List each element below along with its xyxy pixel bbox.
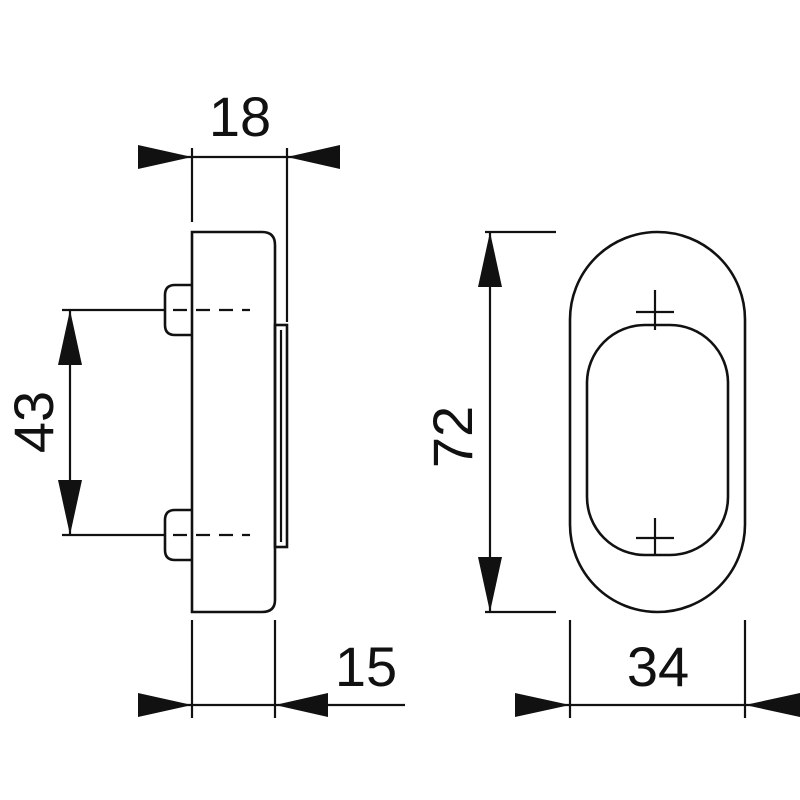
pin-bottom [163, 508, 192, 562]
arrow-icon [275, 693, 328, 717]
dimension-72: 72 [421, 230, 556, 614]
arrow-icon [58, 480, 82, 535]
arrow-icon [138, 693, 192, 717]
arrow-icon [515, 693, 570, 717]
front-view [568, 230, 747, 614]
side-view [150, 230, 289, 614]
cylinder-opening [585, 323, 730, 557]
dimension-label: 72 [421, 406, 484, 468]
arrow-icon [58, 310, 82, 365]
dimension-label: 34 [627, 635, 689, 698]
arrow-icon [478, 232, 502, 287]
rosette-body [190, 230, 277, 614]
dimension-34: 34 [515, 620, 800, 718]
pin-top [163, 283, 192, 337]
arrow-icon [287, 145, 340, 169]
dimension-18: 18 [138, 85, 340, 322]
dimension-label: 18 [209, 85, 271, 148]
screw-hole-bottom [636, 518, 674, 556]
dimension-label: 15 [335, 635, 397, 698]
screw-hole-top [636, 290, 674, 330]
mounting-plate [273, 323, 289, 549]
dimension-15: 15 [138, 620, 405, 718]
dimension-label: 43 [2, 391, 65, 453]
arrow-icon [138, 145, 192, 169]
rosette-outline [568, 230, 747, 614]
arrow-icon [478, 557, 502, 612]
arrow-icon [745, 693, 800, 717]
dimension-43: 43 [2, 308, 150, 537]
